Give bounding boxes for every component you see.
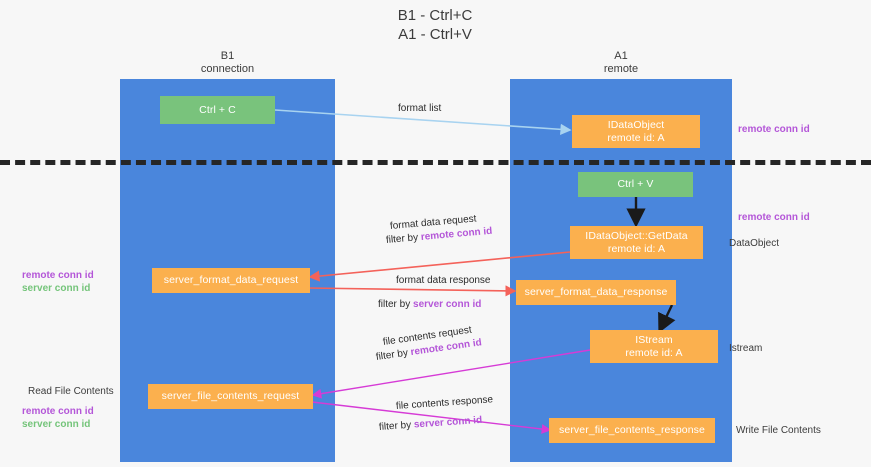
column-heading-b1: B1 connection [200, 50, 255, 75]
node-server-file-contents-request-label: server_file_contents_request [161, 390, 300, 402]
filter-accent-server-conn-id: server conn id [413, 414, 483, 431]
edge-label-file-contents-response: file contents response [395, 394, 494, 412]
node-idataobject-line1: IDataObject [607, 118, 665, 131]
filter-accent-server-conn-id: server conn id [413, 299, 482, 310]
node-istream-line2: remote id: A [625, 346, 683, 359]
node-istream-line1: IStream [635, 333, 673, 346]
node-getdata[interactable]: IDataObject::GetData remote id: A [570, 226, 703, 259]
filter-prefix: filter by [375, 347, 412, 363]
annotation-write-file-contents: Write File Contents [736, 425, 821, 436]
annotation-remote-conn-id-mid: remote conn id [738, 212, 810, 223]
node-server-format-data-request[interactable]: server_format_data_request [152, 268, 310, 293]
filter-prefix: filter by [385, 231, 422, 246]
edge-label-format-data-response: format data response [396, 275, 491, 286]
node-getdata-line1: IDataObject::GetData [585, 229, 688, 242]
node-server-format-data-response[interactable]: server_format_data_response [516, 280, 676, 305]
node-ctrl-v-label: Ctrl + V [617, 178, 654, 190]
node-ctrl-v[interactable]: Ctrl + V [578, 172, 693, 197]
annotation-dataobject: DataObject [729, 238, 780, 249]
node-server-file-contents-request[interactable]: server_file_contents_request [148, 384, 313, 409]
wire-format-data-response [306, 285, 517, 297]
page-title: B1 - Ctrl+C A1 - Ctrl+V [397, 7, 473, 43]
annotation-left-remote-conn-id-bottom: remote conn id [22, 406, 94, 417]
edge-label-format-list: format list [398, 103, 442, 114]
node-server-file-contents-response[interactable]: server_file_contents_response [549, 418, 715, 443]
annotation-read-file-contents: Read File Contents [28, 386, 114, 397]
node-getdata-line2: remote id: A [607, 242, 666, 255]
section-divider [0, 160, 871, 165]
edge-label-file-contents-response-filter: filter by server conn id [379, 414, 483, 434]
filter-prefix: filter by [378, 419, 415, 433]
node-server-format-data-response-label: server_format_data_response [524, 286, 668, 298]
annotation-left-remote-conn-id-mid: remote conn id [22, 270, 94, 281]
annotation-remote-conn-id-top: remote conn id [738, 124, 810, 135]
edge-label-format-data-response-filter: filter by server conn id [378, 298, 481, 311]
node-idataobject-line2: remote id: A [607, 131, 665, 144]
annotation-left-server-conn-id-bottom: server conn id [22, 419, 91, 430]
column-heading-a1: A1 remote [603, 50, 639, 75]
node-server-format-data-request-label: server_format_data_request [163, 274, 299, 286]
node-ctrl-c-label: Ctrl + C [199, 103, 236, 116]
filter-prefix: filter by [378, 299, 414, 310]
node-idataobject[interactable]: IDataObject remote id: A [572, 115, 700, 148]
annotation-istream: Istream [729, 343, 763, 354]
node-ctrl-c[interactable]: Ctrl + C [160, 96, 275, 124]
node-istream[interactable]: IStream remote id: A [590, 330, 718, 363]
node-server-file-contents-response-label: server_file_contents_response [559, 424, 705, 436]
annotation-left-server-conn-id-mid: server conn id [22, 283, 91, 294]
